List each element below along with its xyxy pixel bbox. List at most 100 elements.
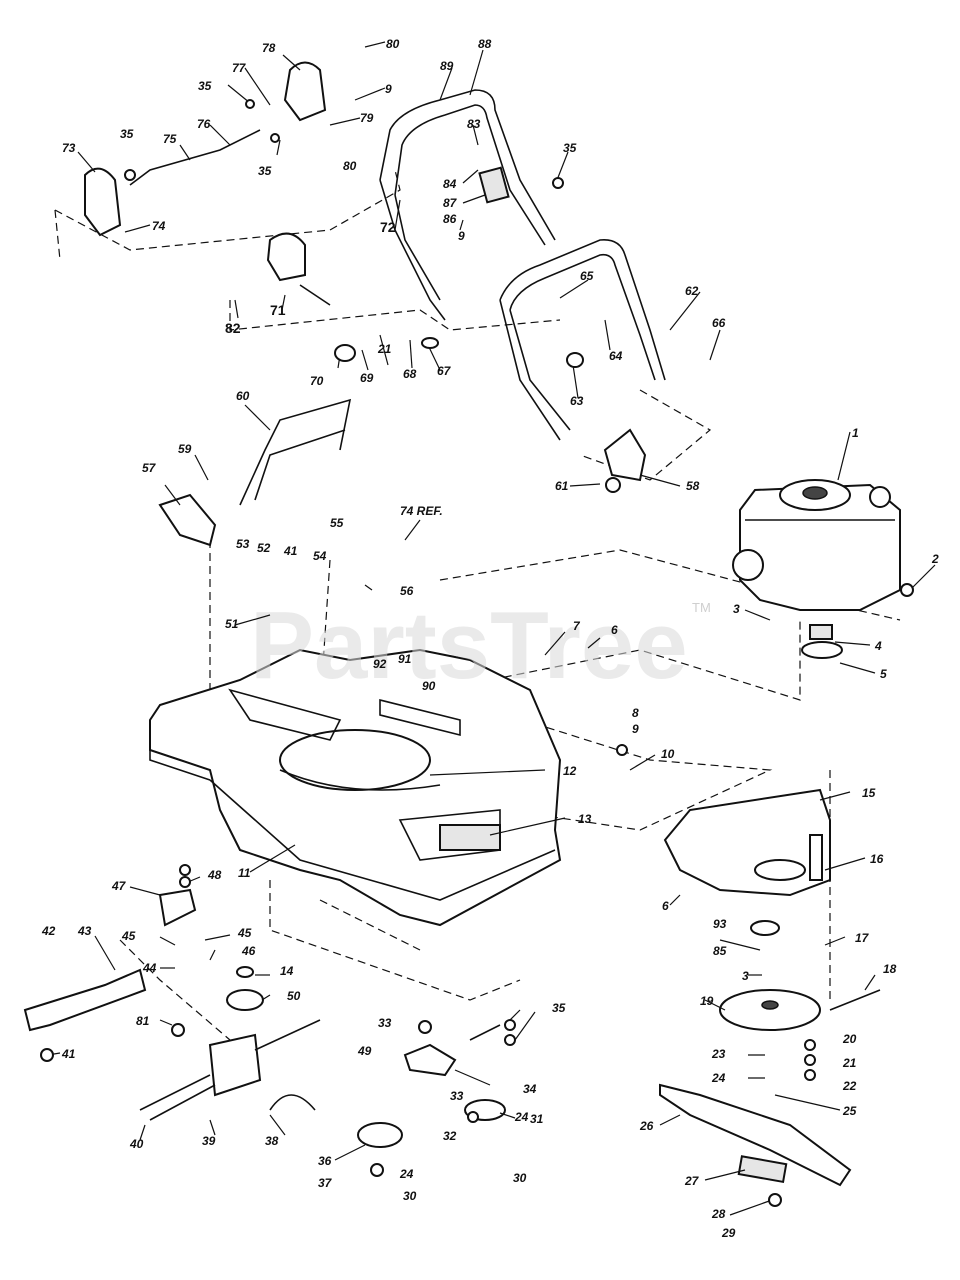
callout-15: 15 — [862, 786, 876, 800]
hardware — [40, 99, 914, 1207]
callout-73: 73 — [62, 141, 76, 155]
callout-12: 12 — [563, 764, 577, 778]
callout-30: 30 — [513, 1171, 527, 1185]
callout-9: 9 — [632, 722, 639, 736]
callout-79: 79 — [360, 111, 374, 125]
callout-59: 59 — [178, 442, 192, 456]
callout-66: 66 — [712, 316, 726, 330]
callout-76: 76 — [197, 117, 211, 131]
callout-74: 74 — [152, 219, 166, 233]
callout-30: 30 — [403, 1189, 417, 1203]
callout-52: 52 — [257, 541, 271, 555]
callout-93: 93 — [713, 917, 727, 931]
callout-27: 27 — [684, 1174, 700, 1188]
callout-71: 71 — [270, 302, 286, 318]
callout-11: 11 — [238, 866, 251, 880]
callout-41: 41 — [61, 1047, 76, 1061]
callout-78: 78 — [262, 41, 276, 55]
callout-53: 53 — [236, 537, 250, 551]
callout-13: 13 — [578, 812, 592, 826]
callout-17: 17 — [855, 931, 870, 945]
callout-34: 34 — [523, 1082, 537, 1096]
callout-24: 24 — [399, 1167, 414, 1181]
mower-deck — [149, 648, 562, 927]
callout-88: 88 — [478, 37, 492, 51]
partstree-watermark: PartsTree TM — [250, 592, 711, 699]
callout-24: 24 — [711, 1071, 726, 1085]
callout-65: 65 — [580, 269, 594, 283]
callout-45: 45 — [121, 929, 136, 943]
callout-16: 16 — [870, 852, 884, 866]
blade-assembly — [659, 788, 881, 1187]
callout-83: 83 — [467, 117, 481, 131]
callout-35: 35 — [258, 164, 272, 178]
callout-72: 72 — [380, 219, 396, 235]
callout-24: 24 — [514, 1110, 529, 1124]
callout-60: 60 — [236, 389, 250, 403]
callout-33: 33 — [378, 1016, 392, 1030]
callout-50: 50 — [287, 989, 301, 1003]
callout-40: 40 — [129, 1137, 144, 1151]
callout-44: 44 — [142, 961, 157, 975]
callout-7: 7 — [573, 619, 581, 633]
callout-21: 21 — [377, 342, 392, 356]
callout-22: 22 — [842, 1079, 857, 1093]
callout-1: 1 — [852, 426, 859, 440]
callout-29: 29 — [721, 1226, 736, 1240]
control-housings — [84, 61, 331, 306]
callout-55: 55 — [330, 516, 344, 530]
callout-9: 9 — [458, 229, 465, 243]
callout-14: 14 — [280, 964, 294, 978]
callout-82: 82 — [225, 320, 241, 336]
callout-36: 36 — [318, 1154, 332, 1168]
callout-45: 45 — [237, 926, 252, 940]
callout-48: 48 — [207, 868, 222, 882]
callout-35: 35 — [198, 79, 212, 93]
callout-70: 70 — [310, 374, 324, 388]
callout-54: 54 — [313, 549, 327, 563]
callout-35: 35 — [563, 141, 577, 155]
transmission — [23, 888, 321, 1121]
callout-10: 10 — [661, 747, 675, 761]
callout-20: 20 — [842, 1032, 857, 1046]
callout-74-ref: 74 REF. — [400, 504, 443, 518]
callout-25: 25 — [842, 1104, 857, 1118]
callout-6: 6 — [662, 899, 669, 913]
callout-3: 3 — [742, 969, 749, 983]
callout-31: 31 — [530, 1112, 544, 1126]
callout-3: 3 — [733, 602, 740, 616]
callout-49: 49 — [357, 1044, 372, 1058]
callout-8: 8 — [632, 706, 639, 720]
callout-91: 91 — [398, 652, 412, 666]
callout-67: 67 — [437, 364, 452, 378]
callout-35: 35 — [552, 1001, 566, 1015]
callout-85: 85 — [713, 944, 727, 958]
callout-labels: 1 2 3 3 4 5 6 6 7 8 9 9 9 10 11 12 13 14… — [41, 37, 939, 1240]
callout-37: 37 — [318, 1176, 333, 1190]
callout-46: 46 — [241, 944, 256, 958]
callout-21: 21 — [842, 1056, 857, 1070]
callout-4: 4 — [874, 639, 882, 653]
callout-81: 81 — [136, 1014, 150, 1028]
callout-75: 75 — [163, 132, 177, 146]
callout-35: 35 — [120, 127, 134, 141]
callout-56: 56 — [400, 584, 414, 598]
callout-87: 87 — [443, 196, 458, 210]
callout-32: 32 — [443, 1129, 457, 1143]
callout-23: 23 — [711, 1047, 726, 1061]
callout-90: 90 — [422, 679, 436, 693]
callout-84: 84 — [443, 177, 457, 191]
callout-62: 62 — [685, 284, 699, 298]
callout-2: 2 — [931, 552, 939, 566]
callout-18: 18 — [883, 962, 897, 976]
callout-77: 77 — [232, 61, 247, 75]
callout-64: 64 — [609, 349, 623, 363]
callout-33: 33 — [450, 1089, 464, 1103]
callout-80: 80 — [386, 37, 400, 51]
callout-57: 57 — [142, 461, 157, 475]
engine — [732, 479, 901, 659]
callout-47: 47 — [111, 879, 127, 893]
control-bail — [158, 398, 647, 547]
callout-86: 86 — [443, 212, 457, 226]
